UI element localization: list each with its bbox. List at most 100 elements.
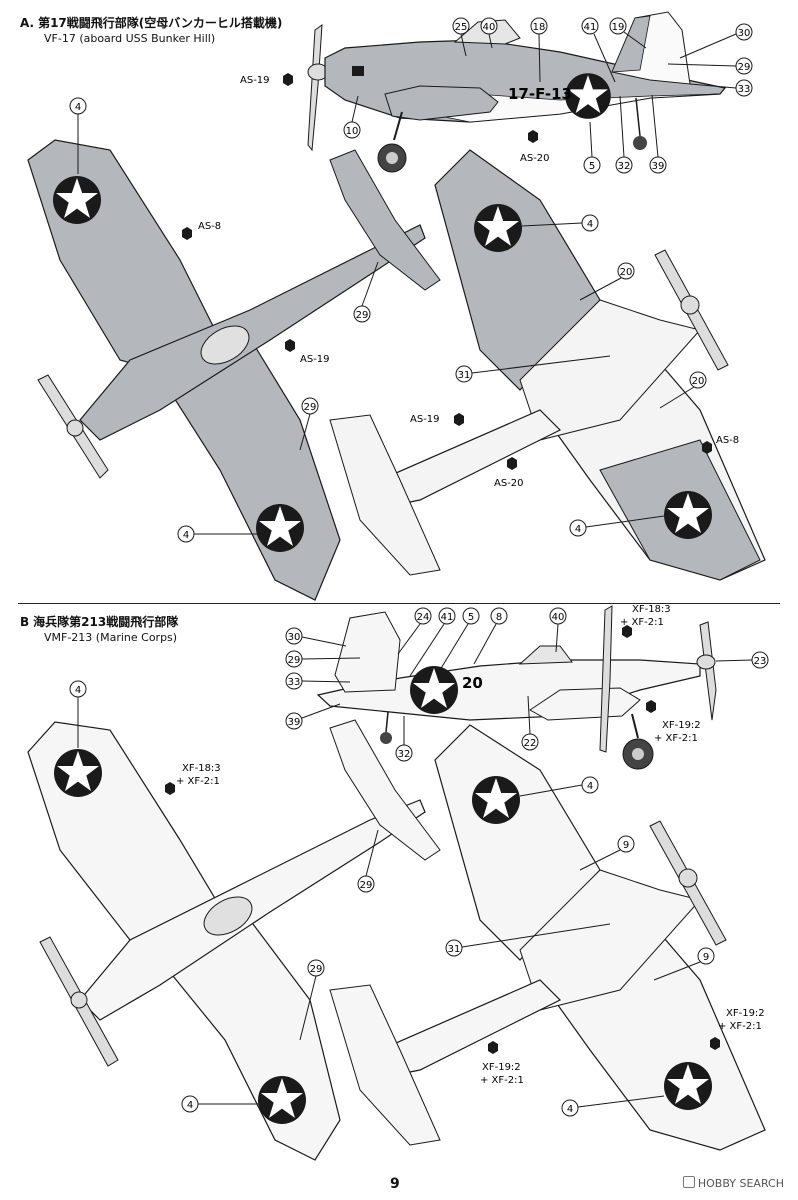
b-top-view [27, 719, 441, 1161]
callout: 4 [521, 214, 599, 232]
watermark: HOBBY SEARCH [682, 1176, 784, 1190]
callout: 40 [549, 607, 567, 653]
watermark-text: HOBBY SEARCH [697, 1177, 784, 1190]
a-decal-as19-bottom: AS-19 [410, 414, 440, 425]
svg-text:8: 8 [496, 612, 502, 623]
b-side-view: 20 [316, 605, 717, 770]
svg-text:4: 4 [575, 524, 581, 535]
callout: 22 [521, 695, 539, 751]
svg-text:4: 4 [567, 1104, 573, 1115]
callout: 23 [715, 651, 769, 669]
svg-text:24: 24 [417, 612, 430, 623]
svg-text:39: 39 [288, 717, 301, 728]
svg-text:33: 33 [288, 677, 301, 688]
svg-text:33: 33 [738, 84, 751, 95]
svg-text:25: 25 [455, 22, 468, 33]
callout: 32 [395, 716, 413, 762]
svg-text:30: 30 [288, 632, 301, 643]
callout: 29 [299, 959, 325, 1041]
page-number: 9 [390, 1176, 400, 1192]
svg-text:23: 23 [754, 656, 767, 667]
b-fuselage-code: 20 [462, 674, 483, 692]
section-a-letter: A. [20, 16, 35, 30]
callout: 30 [285, 627, 347, 647]
callout: 4 [519, 776, 599, 797]
b-callouts: 24 41 5 8 40 30 29 33 39 32 22 23 4 4 4 … [69, 607, 769, 1117]
a-bottom-view [329, 149, 766, 581]
callout: 29 [353, 261, 379, 323]
callout: 39 [285, 703, 341, 730]
a-decal-as20-side: AS-20 [520, 153, 550, 164]
svg-text:40: 40 [483, 22, 496, 33]
svg-text:29: 29 [360, 880, 373, 891]
a-decal-as8-bottom: AS-8 [716, 435, 739, 446]
svg-text:29: 29 [738, 62, 751, 73]
section-a-title-text: 第17戦闘飛行部隊(空母バンカーヒル搭載機) [38, 16, 283, 30]
callout: 9 [653, 947, 715, 981]
svg-text:9: 9 [703, 952, 709, 963]
callout: 20 [659, 371, 707, 409]
a-decal-as19-side: AS-19 [240, 75, 270, 86]
svg-text:22: 22 [524, 738, 537, 749]
callout: 4 [561, 1095, 665, 1117]
callout: 29 [667, 57, 753, 75]
a-side-view: 17-F-13 [307, 11, 727, 173]
callout: 19 [609, 17, 647, 49]
callout: 5 [439, 607, 480, 671]
b-decal-xf18-side-1: XF-18:3 [632, 604, 671, 615]
b-decal-xf18-top-1: XF-18:3 [182, 763, 221, 774]
svg-text:29: 29 [356, 310, 369, 321]
callout: 32 [615, 95, 633, 174]
callout: 30 [679, 23, 753, 59]
callout: 33 [285, 672, 351, 690]
callout: 29 [357, 829, 379, 893]
callout: 8 [473, 607, 508, 665]
section-a-title-en: VF-17 (aboard USS Bunker Hill) [44, 32, 216, 45]
svg-text:41: 41 [584, 22, 597, 33]
callout: 4 [181, 1095, 260, 1113]
b-decal-xf18-top-2: + XF-2:1 [176, 776, 220, 787]
callout: 24 [397, 607, 432, 655]
b-decal-xf19-right-2: + XF-2:1 [718, 1021, 762, 1032]
callout: 9 [579, 835, 635, 871]
svg-text:4: 4 [587, 219, 593, 230]
svg-text:30: 30 [738, 28, 751, 39]
callout: 29 [285, 650, 361, 668]
svg-text:39: 39 [652, 161, 665, 172]
svg-text:40: 40 [552, 612, 565, 623]
section-b-title-text: 海兵隊第213戦闘飛行部隊 [33, 615, 179, 629]
svg-text:5: 5 [468, 612, 474, 623]
callout: 4 [177, 525, 262, 543]
a-top-view [27, 139, 441, 601]
svg-text:9: 9 [623, 840, 629, 851]
callout: 18 [530, 17, 548, 83]
callout: 31 [445, 923, 611, 957]
callout: 40 [480, 17, 498, 49]
b-decal-xf19-bottom-2: + XF-2:1 [480, 1075, 524, 1086]
svg-text:32: 32 [618, 161, 631, 172]
svg-text:31: 31 [448, 944, 461, 955]
a-decal-as8-top: AS-8 [198, 221, 221, 232]
svg-text:19: 19 [612, 22, 625, 33]
callout: 39 [649, 94, 667, 174]
section-b-title-en: VMF-213 (Marine Corps) [44, 631, 178, 644]
callout: 4 [69, 680, 87, 748]
b-decal-xf18-side-2: + XF-2:1 [620, 617, 664, 628]
a-decals: AS-19 AS-20 AS-8 AS-19 AS-19 AS-20 AS-8 [182, 73, 739, 489]
a-decal-as19-top: AS-19 [300, 354, 330, 365]
svg-text:4: 4 [75, 685, 81, 696]
svg-text:29: 29 [288, 655, 301, 666]
b-decals: XF-18:3 + XF-2:1 XF-19:2 + XF-2:1 XF-18:… [165, 604, 765, 1086]
a-fuselage-code: 17-F-13 [508, 85, 572, 103]
callout: 25 [452, 17, 470, 57]
svg-text:29: 29 [310, 964, 323, 975]
svg-text:20: 20 [692, 376, 705, 387]
callout: 20 [579, 262, 635, 301]
svg-text:31: 31 [458, 370, 471, 381]
b-bottom-view [329, 724, 766, 1151]
callout: 29 [299, 397, 319, 451]
b-decal-xf19-side-2: + XF-2:1 [654, 733, 698, 744]
section-b-letter: B [20, 615, 30, 629]
